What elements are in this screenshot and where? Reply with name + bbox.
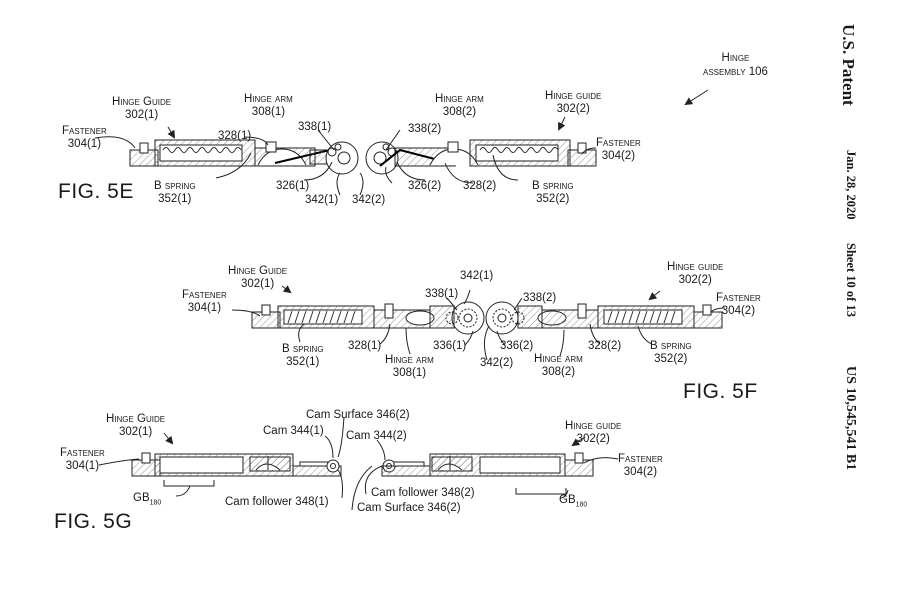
publication-date: Jan. 28, 2020 bbox=[844, 150, 858, 220]
b-spring-1-coil bbox=[162, 147, 242, 153]
fig5e-label-338-2: 338(2) bbox=[408, 123, 442, 135]
fig5f-label-342-2: 342(2) bbox=[480, 357, 514, 369]
fig5e-label-338-1: 338(1) bbox=[298, 121, 332, 133]
fig5f-label-328-1: 328(1) bbox=[348, 340, 382, 352]
fig5g-gb-2: GB180 bbox=[559, 494, 588, 509]
fig5e-drawing bbox=[94, 89, 709, 196]
b-spring-2-coil bbox=[479, 147, 559, 153]
fig5e-label-342-1: 342(1) bbox=[305, 194, 339, 206]
publication-label: U.S. Patent bbox=[839, 24, 858, 106]
fig5g-cam-surface-top: Cam Surface 346(2) bbox=[306, 409, 410, 421]
fig5g-cam-344-2: Cam 344(2) bbox=[346, 430, 407, 442]
fig5g-cam-follower-2: Cam follower 348(2) bbox=[371, 487, 475, 499]
fig5f-label-338-1: 338(1) bbox=[425, 288, 459, 300]
fig5f-label-342-1: 342(1) bbox=[460, 270, 494, 282]
fig5f-label-336-1: 336(1) bbox=[433, 340, 467, 352]
b-spring-2-coil bbox=[607, 310, 676, 324]
fig-5e-title: FIG. 5E bbox=[58, 180, 134, 203]
fig5e-label-328-2: 328(2) bbox=[463, 180, 497, 192]
b-spring-1-coil bbox=[287, 310, 356, 324]
fig5f-drawing bbox=[231, 285, 726, 361]
fig5f-label-336-2: 336(2) bbox=[500, 340, 534, 352]
fig5e-label-326-1: 326(1) bbox=[276, 180, 310, 192]
hinge-assembly-label: Hinge assembly 106 bbox=[703, 52, 768, 78]
sheet-number: Sheet 10 of 13 bbox=[844, 243, 858, 317]
fig5g-cam-344-1: Cam 344(1) bbox=[263, 425, 324, 437]
fig5g-gb-1: GB180 bbox=[133, 492, 162, 507]
fig5f-label-338-2: 338(2) bbox=[523, 292, 557, 304]
fig5e-label-328-1: 328(1) bbox=[218, 130, 252, 142]
fig5f-label-328-2: 328(2) bbox=[588, 340, 622, 352]
fig5g-cam-follower-1: Cam follower 348(1) bbox=[225, 496, 329, 508]
fig-5g-title: FIG. 5G bbox=[54, 510, 133, 533]
fig5g-drawing bbox=[98, 416, 619, 511]
fig5g-cam-surface-bottom: Cam Surface 346(2) bbox=[357, 502, 461, 514]
fig5e-label-326-2: 326(2) bbox=[408, 180, 442, 192]
patent-number: US 10,545,541 B1 bbox=[843, 366, 858, 471]
fig-5f-title: FIG. 5F bbox=[683, 380, 758, 403]
fig5e-label-342-2: 342(2) bbox=[352, 194, 386, 206]
